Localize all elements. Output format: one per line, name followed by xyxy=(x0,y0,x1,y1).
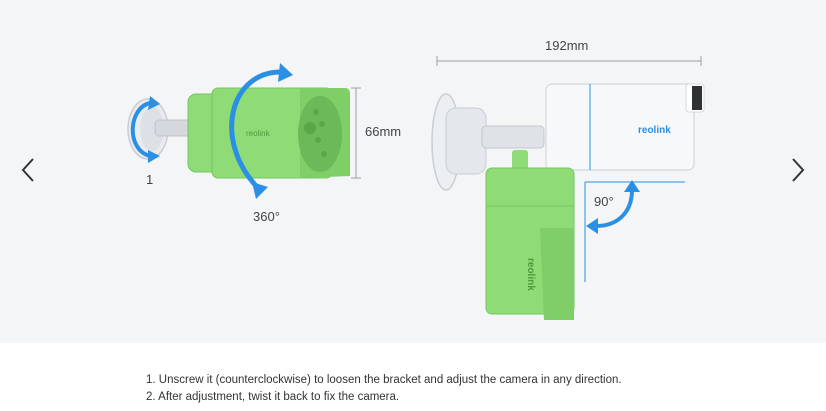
left-camera-lens xyxy=(304,122,316,134)
chevron-right-icon xyxy=(792,158,805,182)
left-mount-rotate-arrow xyxy=(130,101,151,158)
caption-line-2: 2. After adjustment, twist it back to fi… xyxy=(146,391,400,403)
tilt-arrow-head-left xyxy=(586,218,598,234)
left-camera-rotate-arrow xyxy=(229,69,284,190)
left-mount-arrow-head-top xyxy=(148,96,160,110)
right-mount-neck xyxy=(445,107,487,175)
right-green-joint xyxy=(512,150,528,172)
left-mount-arrow-head-bottom xyxy=(148,150,160,163)
product-image-stage: reolink reolink xyxy=(0,0,826,343)
right-camera-logo: reolink xyxy=(638,125,671,136)
instruction-captions: 1. Unscrew it (counterclockwise) to loos… xyxy=(146,372,622,406)
chevron-left-icon xyxy=(21,158,34,182)
left-camera-lens-ring xyxy=(298,96,342,172)
step-number-label: 1 xyxy=(146,172,154,187)
tilt-degree-label: 90° xyxy=(594,194,614,209)
left-mount-arm xyxy=(154,119,194,137)
height-dimension-label: 66mm xyxy=(365,124,402,139)
right-green-logo: reolink xyxy=(525,258,536,291)
camera-adjustment-illustration: reolink reolink xyxy=(127,56,705,320)
right-camera-white-body xyxy=(545,83,695,171)
left-rotate-arrow-head-top xyxy=(278,63,293,82)
caption-line-1: 1. Unscrew it (counterclockwise) to loos… xyxy=(146,374,622,386)
right-camera-figure: reolink reolink xyxy=(431,56,705,320)
tilt-arc-arrow xyxy=(595,189,634,228)
rotation-degree-label: 360° xyxy=(253,209,280,224)
length-dimension-label: 192mm xyxy=(545,38,589,53)
next-slide-button[interactable] xyxy=(784,150,812,190)
left-camera-figure: reolink xyxy=(127,63,361,199)
previous-slide-button[interactable] xyxy=(14,150,42,190)
left-mount-inner xyxy=(140,107,164,151)
right-camera-lens-front xyxy=(692,86,702,110)
left-rotate-arrow-head-bottom xyxy=(252,182,268,199)
tilt-arrow-head-top xyxy=(624,180,640,192)
right-mount-arm xyxy=(481,125,545,149)
right-camera-green-hood xyxy=(540,228,574,320)
left-camera-logo: reolink xyxy=(246,129,271,138)
